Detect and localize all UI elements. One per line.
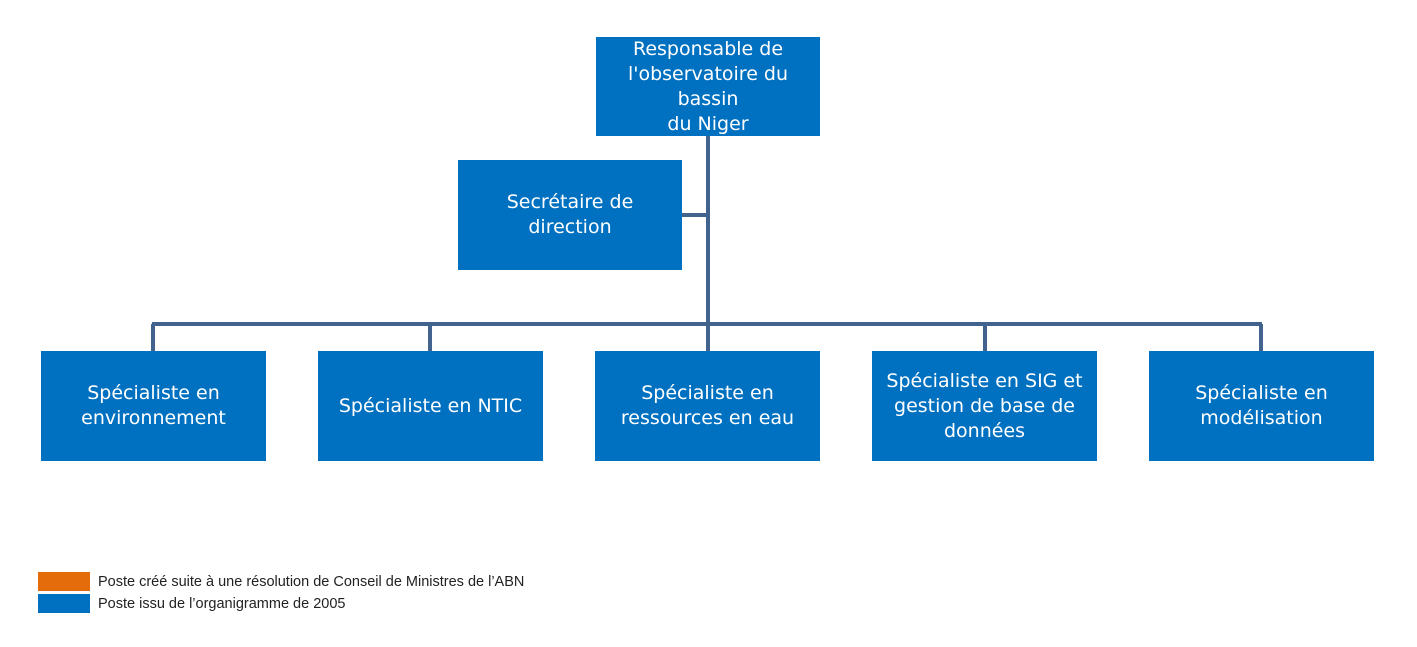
head-box: Responsable de l'observatoire du bassin … <box>596 37 820 136</box>
subordinate-box-environnement: Spécialiste en environnement <box>41 351 266 461</box>
subordinate-box-sig: Spécialiste en SIG et gestion de base de… <box>872 351 1097 461</box>
legend-swatch-orange <box>38 572 90 591</box>
legend-label-new-post: Poste créé suite à une résolution de Con… <box>98 573 525 590</box>
legend-swatch-blue <box>38 594 90 613</box>
legend-label-existing-post: Poste issu de l’organigramme de 2005 <box>98 595 346 612</box>
subordinate-box-modelisation: Spécialiste en modélisation <box>1149 351 1374 461</box>
subordinate-box-ressources-eau: Spécialiste en ressources en eau <box>595 351 820 461</box>
legend-item-new-post: Poste créé suite à une résolution de Con… <box>38 571 524 592</box>
subordinate-box-ntic: Spécialiste en NTIC <box>318 351 543 461</box>
assistant-box: Secrétaire de direction <box>458 160 682 270</box>
legend-item-existing-post: Poste issu de l’organigramme de 2005 <box>38 593 524 614</box>
legend: Poste créé suite à une résolution de Con… <box>38 571 524 615</box>
